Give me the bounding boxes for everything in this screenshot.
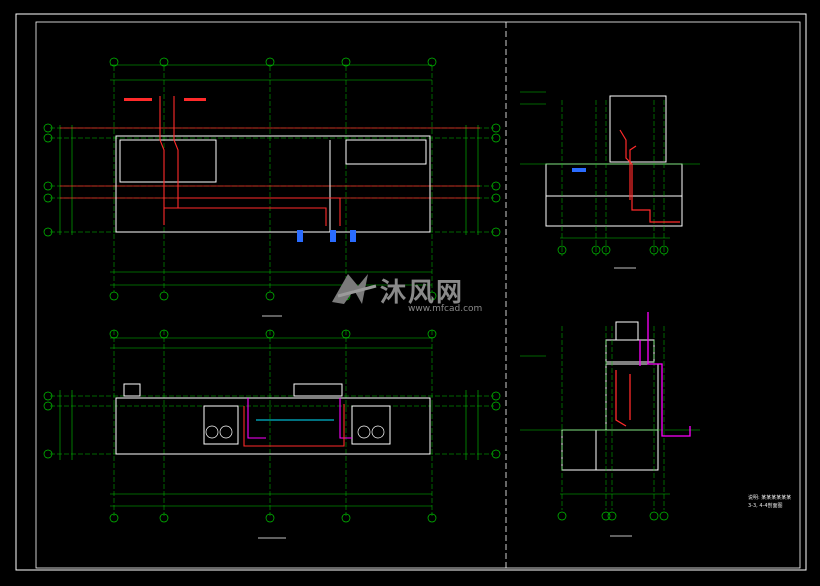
section-top-right xyxy=(520,91,700,269)
note-line-2: 3-3, 4-4剖面图 xyxy=(748,503,783,509)
top-plan xyxy=(43,57,501,317)
watermark: 沐风网 www.mfcad.com xyxy=(328,272,508,320)
section-bottom-right xyxy=(520,312,700,537)
sheet-outer-border xyxy=(15,13,807,571)
note-line-1: 说明: 某某某某某某 xyxy=(748,495,792,501)
bottom-plan xyxy=(43,329,501,539)
watermark-url: www.mfcad.com xyxy=(408,304,483,314)
sheet-inner-border xyxy=(35,21,801,569)
mfcad-logo-icon xyxy=(332,274,377,304)
watermark-title: 沐风网 xyxy=(380,278,465,308)
